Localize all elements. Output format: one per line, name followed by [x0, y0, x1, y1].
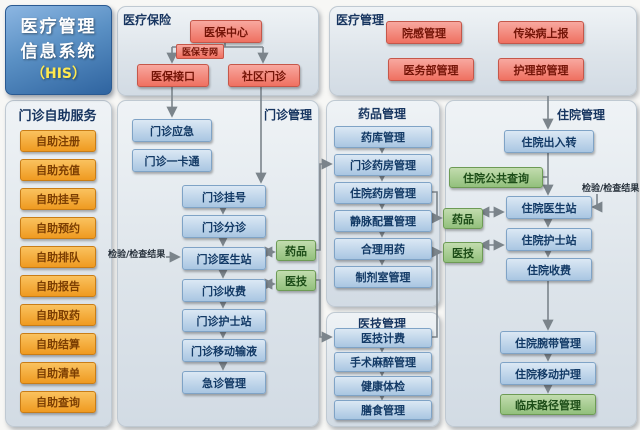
label-pharmacy: 药品管理	[357, 107, 406, 121]
node-insurance-center: 医保中心	[190, 20, 262, 43]
node-inpatient-billing: 住院收费	[506, 258, 592, 281]
node-medtech-billing: 医技计费	[334, 328, 432, 348]
tag-insurance-network: 医保专网	[176, 44, 224, 59]
self-service-item-drug-pickup: 自助取药	[20, 304, 96, 326]
node-outpatient-pharmacy-mgmt: 门诊药房管理	[334, 154, 432, 176]
system-title-line1: 医疗管理	[20, 17, 97, 38]
label-inpatient: 住院管理	[557, 108, 606, 122]
node-inpatient-doctor-station: 住院医生站	[506, 196, 592, 219]
label-insurance: 医疗保险	[123, 13, 172, 27]
self-service-item-register: 自助注册	[20, 130, 96, 152]
node-mobile-nursing: 住院移动护理	[500, 362, 596, 385]
node-outpatient-billing: 门诊收费	[182, 279, 266, 302]
panel-medical-admin	[329, 6, 637, 96]
node-diet-mgmt: 膳食管理	[334, 400, 432, 420]
node-community-clinic: 社区门诊	[228, 64, 300, 87]
node-outpatient-triage: 门诊分诊	[182, 215, 266, 238]
system-title-line2: 信息系统	[20, 41, 97, 62]
node-outpatient-mobile-infusion: 门诊移动输液	[182, 339, 266, 362]
node-wristband-mgmt: 住院腕带管理	[500, 331, 596, 354]
node-inpatient-public-query: 住院公共查询	[449, 167, 543, 188]
self-service-item-report: 自助报告	[20, 275, 96, 297]
label-outpatient: 门诊管理	[264, 108, 313, 122]
self-service-item-settlement: 自助结算	[20, 333, 96, 355]
label-medical-admin: 医疗管理	[336, 13, 385, 27]
self-service-item-inquiry: 自助查询	[20, 391, 96, 413]
node-outpatient-doctor-station: 门诊医生站	[182, 247, 266, 270]
node-infectious-disease-report: 传染病上报	[498, 21, 584, 44]
node-drug-storehouse-mgmt: 药库管理	[334, 126, 432, 148]
node-inpatient-pharmacy-mgmt: 住院药房管理	[334, 182, 432, 204]
node-outpatient-nurse-station: 门诊护士站	[182, 309, 266, 332]
node-preparation-room-mgmt: 制剂室管理	[334, 266, 432, 288]
self-service-item-queue: 自助排队	[20, 246, 96, 268]
self-service-item-statement: 自助清单	[20, 362, 96, 384]
node-inpatient-nurse-station: 住院护士站	[506, 228, 592, 251]
node-outpatient-one-card: 门诊一卡通	[132, 149, 212, 172]
node-drug-connector-left: 药品	[276, 240, 316, 261]
node-admission-discharge-transfer: 住院出入转	[504, 130, 594, 153]
node-tech-connector-right: 医技	[443, 242, 483, 263]
self-service-item-appointment-register: 自助挂号	[20, 188, 96, 210]
node-surgery-anesthesia-mgmt: 手术麻醉管理	[334, 352, 432, 372]
node-clinical-pathway-mgmt: 临床路径管理	[500, 394, 596, 415]
system-title: 医疗管理 信息系统 （HIS）	[5, 5, 112, 95]
label-medtech: 医技管理	[357, 317, 406, 331]
node-rational-drug-use: 合理用药	[334, 238, 432, 260]
node-tech-connector-left: 医技	[276, 270, 316, 291]
self-service-item-recharge: 自助充值	[20, 159, 96, 181]
system-title-his: （HIS）	[30, 66, 86, 83]
node-emergency-mgmt: 急诊管理	[182, 371, 266, 394]
node-health-checkup: 健康体检	[334, 376, 432, 396]
node-infection-mgmt: 院感管理	[386, 21, 462, 44]
node-drug-connector-right: 药品	[443, 208, 483, 229]
node-medical-affairs-mgmt: 医务部管理	[388, 58, 474, 81]
self-service-item-booking: 自助预约	[20, 217, 96, 239]
label-self-service: 门诊自助服务	[18, 109, 97, 124]
node-nursing-dept-mgmt: 护理部管理	[498, 58, 584, 81]
node-outpatient-emergency: 门诊应急	[132, 119, 212, 142]
label-test-results-right: 检验/检查结果	[582, 184, 640, 194]
label-test-results-left: 检验/检查结果	[108, 250, 166, 260]
node-outpatient-registration: 门诊挂号	[182, 185, 266, 208]
node-insurance-interface: 医保接口	[137, 64, 209, 87]
node-iv-config-mgmt: 静脉配置管理	[334, 210, 432, 232]
